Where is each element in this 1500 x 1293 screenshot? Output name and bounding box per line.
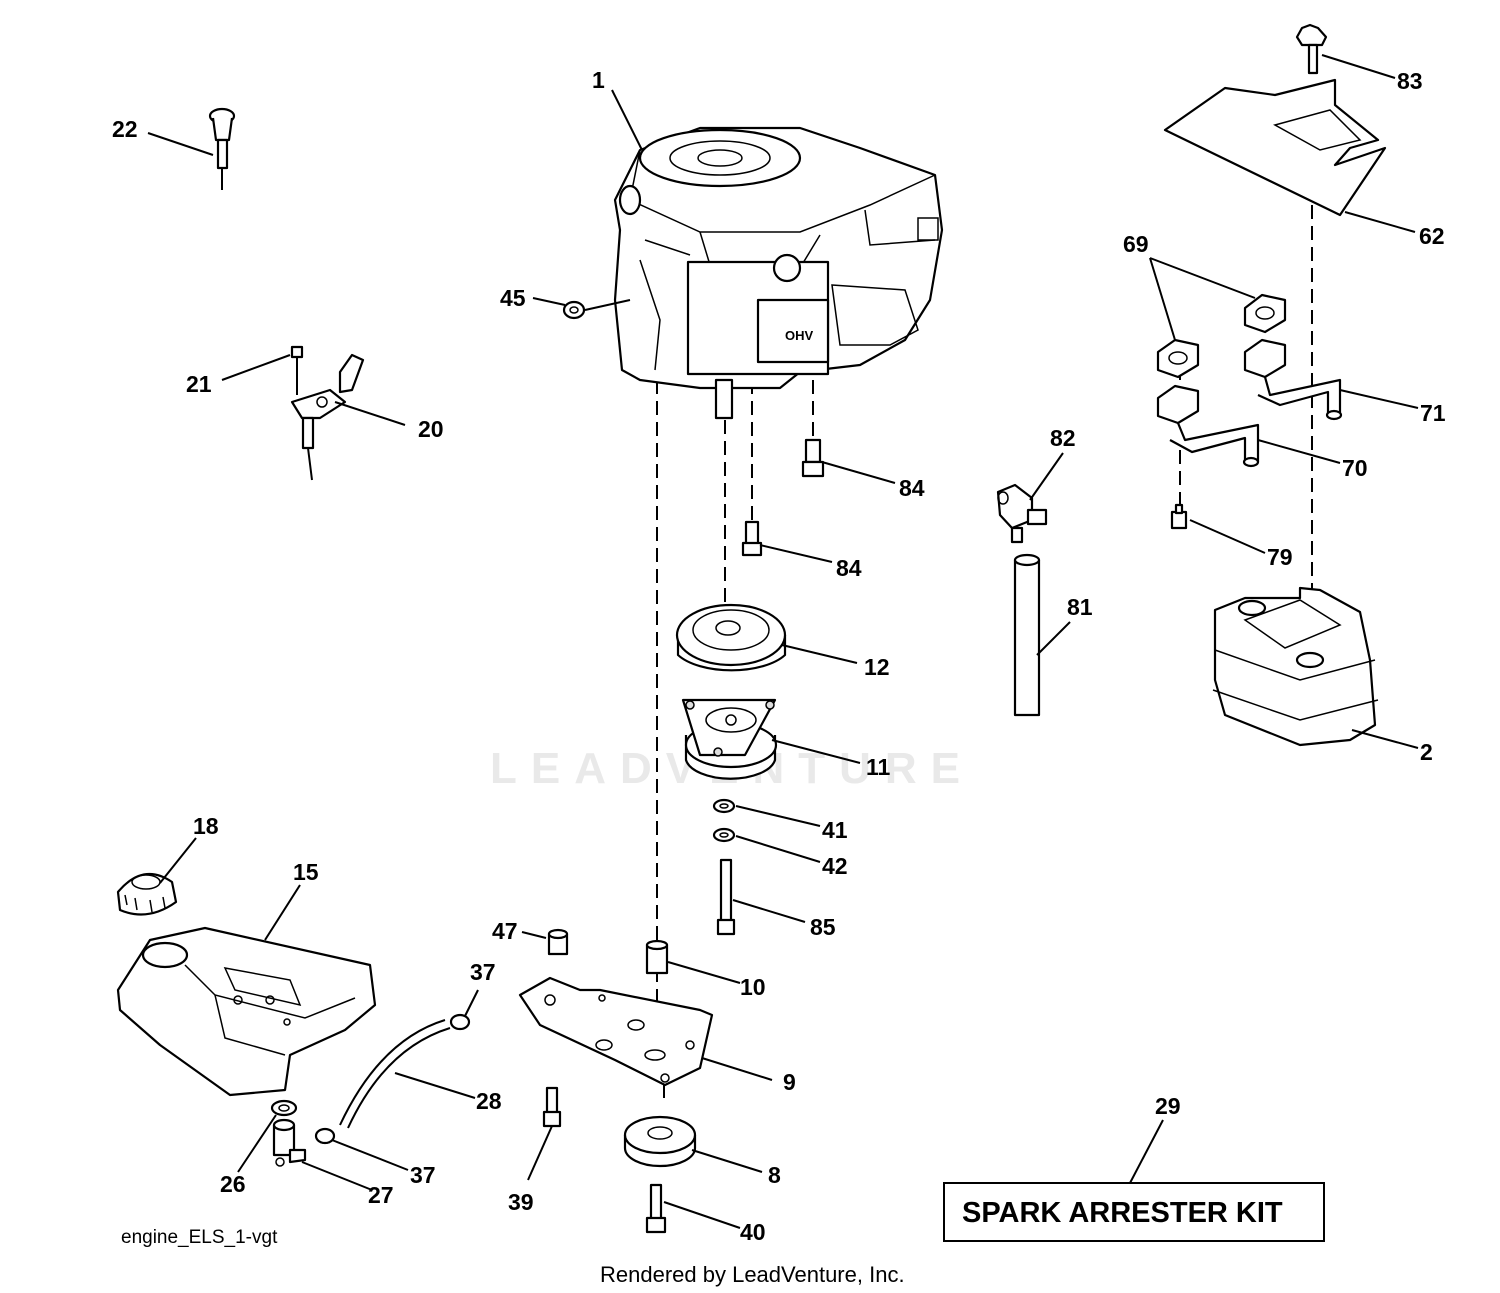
part-label-18: 18	[193, 813, 219, 839]
choke-knob-part	[208, 107, 236, 190]
fuel-outlet-27	[272, 1118, 307, 1167]
part-label-69: 69	[1123, 231, 1149, 257]
spark-arrester-kit: 29 SPARK ARRESTER KIT	[943, 1093, 1325, 1242]
part-label-37-upper: 37	[470, 959, 496, 985]
bolt-40	[645, 1183, 667, 1234]
part-label-47: 47	[492, 918, 518, 944]
part-label-84-lower: 84	[836, 555, 862, 581]
spacer-10	[645, 939, 669, 975]
muffler-part	[1212, 586, 1379, 747]
part-label-1: 1	[592, 67, 605, 93]
nut-part	[562, 300, 586, 320]
part-label-81: 81	[1067, 594, 1093, 620]
clutch-part	[681, 698, 778, 780]
svg-text:OHV: OHV	[785, 328, 814, 343]
washer-41	[712, 798, 736, 814]
part-label-62: 62	[1419, 223, 1445, 249]
rendered-by-footer: Rendered by LeadVenture, Inc.	[600, 1262, 905, 1287]
part-label-79: 79	[1267, 544, 1293, 570]
knob-83	[1295, 23, 1328, 75]
part-label-20: 20	[418, 416, 444, 442]
part-label-11: 11	[866, 754, 891, 780]
part-label-15: 15	[293, 859, 319, 885]
part-label-83: 83	[1397, 68, 1423, 94]
engine-part: OHV	[613, 126, 944, 420]
part-label-40: 40	[740, 1219, 766, 1245]
tank-grommet-26	[270, 1099, 298, 1117]
bolt-84-lower	[741, 520, 763, 557]
part-number-labels: 1 2 8 9 10 11 12 15 18 20 21 22 26 27 28…	[112, 67, 1446, 1245]
part-label-71: 71	[1420, 400, 1446, 426]
part-label-37-lower: 37	[410, 1162, 436, 1188]
bolt-84-upper	[801, 438, 825, 478]
part-label-85: 85	[810, 914, 836, 940]
part-label-42: 42	[822, 853, 848, 879]
part-label-9: 9	[783, 1069, 796, 1095]
bolt-39	[542, 1086, 562, 1128]
kit-part-number: 29	[1155, 1093, 1181, 1119]
part-label-27: 27	[368, 1182, 394, 1208]
part-label-12: 12	[864, 654, 890, 680]
bolt-79	[1170, 503, 1188, 530]
part-label-39: 39	[508, 1189, 534, 1215]
exhaust-pipe-70	[1156, 384, 1260, 468]
throttle-control-part	[290, 345, 365, 481]
heat-shield-62	[1163, 78, 1387, 217]
kit-label: SPARK ARRESTER KIT	[962, 1197, 1283, 1229]
fuel-cap-part	[116, 872, 178, 916]
part-label-10: 10	[740, 974, 766, 1000]
fuel-tank-part	[116, 926, 377, 1097]
part-label-41: 41	[822, 817, 848, 843]
gasket-69-left	[1156, 338, 1200, 379]
part-label-84-upper: 84	[899, 475, 925, 501]
shutoff-valve-82	[996, 483, 1048, 544]
part-label-21: 21	[186, 371, 212, 397]
leader-lines	[147, 54, 1419, 1229]
bracket-part	[518, 976, 714, 1098]
part-label-8: 8	[768, 1162, 781, 1188]
diagram-caption: engine_ELS_1-vgt	[121, 1227, 278, 1248]
gasket-69-right	[1243, 293, 1287, 334]
kit-box	[943, 1182, 1325, 1242]
pulley-part	[675, 603, 787, 672]
hose-clamp-37-upper	[449, 1013, 471, 1031]
part-label-82: 82	[1050, 425, 1076, 451]
exhaust-pipe-71	[1243, 338, 1343, 421]
hose-81	[1013, 553, 1041, 717]
idler-pulley-part	[623, 1115, 697, 1168]
part-label-22: 22	[112, 116, 138, 142]
part-label-2: 2	[1420, 739, 1433, 765]
part-label-28: 28	[476, 1088, 502, 1114]
bolt-85	[716, 858, 736, 936]
fuel-line-part	[339, 1019, 451, 1129]
part-label-45: 45	[500, 285, 526, 311]
spacer-47	[547, 928, 569, 956]
part-label-26: 26	[220, 1171, 246, 1197]
washer-42	[712, 827, 736, 843]
part-label-70: 70	[1342, 455, 1368, 481]
hose-clamp-37-lower	[314, 1127, 336, 1145]
